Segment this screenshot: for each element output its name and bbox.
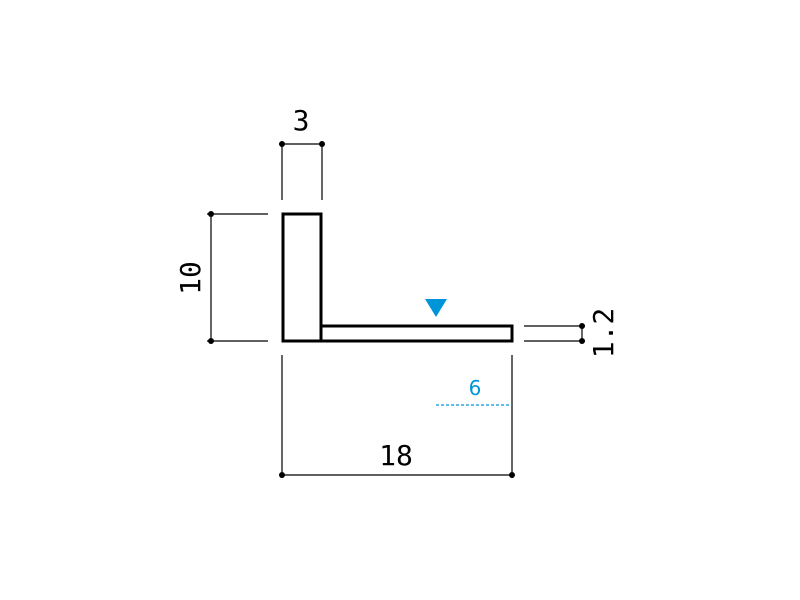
bottom-length-dimension: 18	[279, 355, 515, 478]
marker-offset-dimension: 6	[436, 376, 512, 406]
bottom-length-label: 18	[379, 439, 413, 472]
top-width-dimension: 3	[279, 104, 325, 200]
marker-offset-label: 6	[469, 376, 482, 400]
top-width-label: 3	[293, 104, 310, 137]
left-height-label: 10	[174, 261, 207, 295]
left-height-dimension: 10	[174, 211, 268, 344]
vertical-leg	[281, 212, 323, 343]
horizontal-leg	[319, 324, 514, 343]
right-thickness-label: 1.2	[587, 308, 620, 359]
triangle-down-icon	[425, 299, 447, 317]
right-thickness-dimension: 1.2	[524, 308, 620, 359]
